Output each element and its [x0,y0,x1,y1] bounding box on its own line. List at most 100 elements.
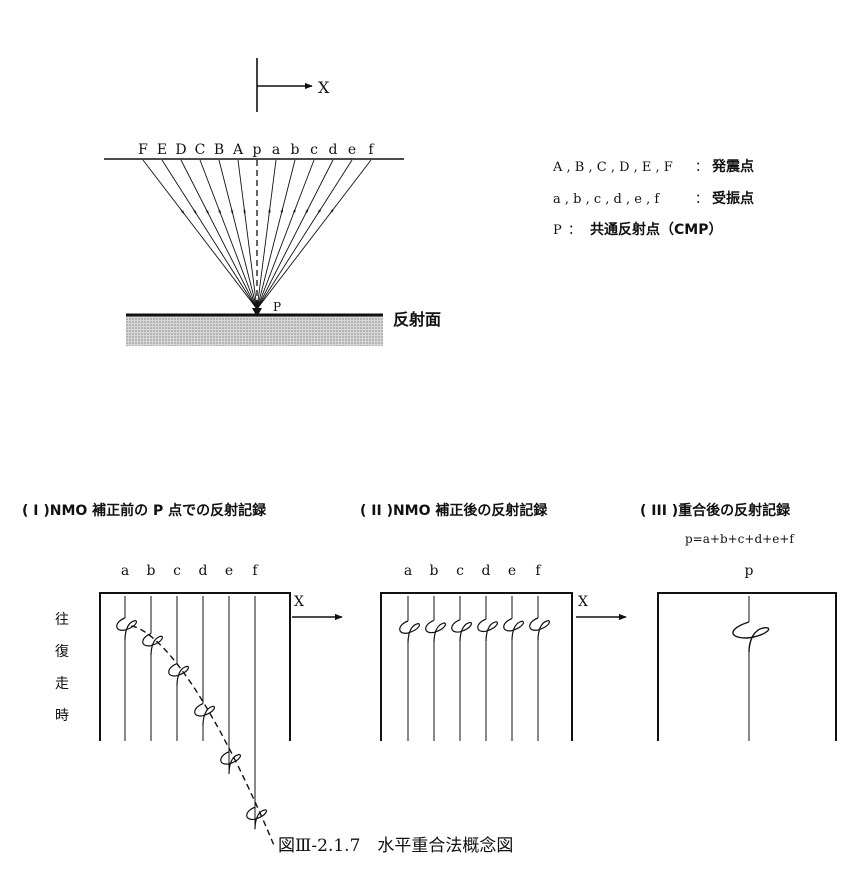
ray-paths [142,159,372,310]
panel2-traces-label-e: e [508,563,516,579]
incident-ray-arrow-D [205,208,208,213]
legend: A , B , C , D , E , F ： 発震点 a , b , c , … [552,158,754,238]
incident-ray-F [142,159,258,310]
reflected-ray-e [256,159,353,310]
incident-ray-A [237,159,258,310]
reflected-ray-f [256,159,372,310]
legend-key-cmp: P [553,223,562,238]
legend-sep-receivers: ： [695,192,708,207]
incident-ray-arrow-E [192,208,196,213]
legend-desc-shots: 発震点 [711,158,754,175]
reflected-ray-arrow-a [269,209,270,214]
legend-key-receivers: a , b , c , d , e , f [553,192,660,207]
panel1-traces-wavelet-f [246,806,268,830]
panel2-traces-label-c: c [456,563,464,579]
panel-2: a b c d e f [380,563,573,741]
panel1-traces-label-a: a [121,563,129,579]
panel2-traces-wavelet-f [529,617,551,641]
panel2-traces-wavelet-b [425,619,447,643]
panel-1-frame [99,592,291,741]
legend-sep-shots: ： [695,160,708,175]
reflection-point-marker [252,308,262,317]
shot-label-E: E [157,142,167,158]
legend-desc-cmp: 共通反射点（CMP） [590,221,722,238]
incident-ray-arrow-A [244,209,245,213]
reflection-point-label: P [273,300,281,314]
midpoint-label: p [253,142,262,158]
panel-3-frame [657,592,837,741]
panel-2-traces: a b c d e f [399,563,551,741]
time-axis-char-3: 時 [55,708,69,724]
stacked-wavelet [732,621,770,653]
panel-3-formula: p=a+b+c+d+e+f [685,532,795,546]
receiver-label-b: b [291,142,300,158]
panel-3: p [657,563,837,741]
panel2-traces-label-f: f [535,563,542,579]
panel2-traces-label-b: b [430,563,439,579]
panel-2-frame [380,592,573,741]
receiver-label-d: d [329,142,338,158]
incident-ray-C [199,159,258,310]
panel1-traces-label-d: d [199,563,208,579]
panel2-traces-wavelet-e [503,618,525,641]
panel2-traces-wavelet-d [477,618,499,642]
subsurface-shading [126,316,383,346]
legend-key-shots: A , B , C , D , E , F [552,160,673,175]
reflected-ray-arrow-e [317,209,321,214]
incident-ray-E [161,159,258,310]
reflector-label: 反射面 [393,310,441,329]
receiver-label-e: e [348,142,356,158]
receiver-label-c: c [310,142,318,158]
legend-desc-receivers: 受振点 [712,190,754,207]
panel2-traces-wavelet-a [399,620,421,644]
legend-sep-cmp: ： [568,223,581,238]
panel1-traces-wavelet-c [168,663,190,686]
receiver-label-a: a [272,142,280,158]
panel1-traces-wavelet-b [142,633,164,656]
incident-ray-B [218,159,258,310]
reflected-ray-arrow-c [293,209,296,214]
shot-label-C: C [195,142,206,158]
panel-3-title: ( III )重合後の反射記録 [640,502,791,519]
reflected-ray-arrow-f [329,209,333,214]
time-axis-char-2: 走 [55,676,69,692]
panel1-traces-wavelet-e [220,751,242,774]
panel1-traces-label-b: b [147,563,156,579]
shot-label-A: A [232,142,244,158]
panel1-traces-label-c: c [173,563,181,579]
panel-arrow-1-label: X [294,594,304,610]
direction-label: X [318,78,330,97]
panel-1-title: ( I )NMO 補正前の P 点での反射記録 [22,502,267,519]
receiver-label-f: f [368,142,375,158]
reflected-ray-c [256,159,315,310]
panel-2-title: ( II )NMO 補正後の反射記録 [360,502,548,519]
panel1-traces-label-f: f [252,563,259,579]
panel2-traces-label-a: a [404,563,412,579]
figure-caption: 図Ⅲ-2.1.7 水平重合法概念図 [278,835,513,856]
incident-ray-arrow-F [180,208,184,213]
shot-label-F: F [138,142,148,158]
panel-arrow-2: X [576,594,627,621]
panel2-traces-wavelet-c [451,619,473,642]
panel-titles: ( I )NMO 補正前の P 点での反射記録 ( II )NMO 補正後の反射… [22,502,795,546]
shot-label-D: D [175,142,186,158]
panel-arrow-1: X [292,594,343,621]
incident-ray-arrow-C [219,209,221,213]
panel-arrow-2-label: X [578,594,588,610]
reflected-ray-b [256,159,296,310]
shot-label-B: B [214,142,224,158]
time-axis-label: 往 復 走 時 [55,612,69,724]
panel-3-traces: p [732,563,770,741]
panel3-traces-label-p: p [745,563,754,579]
reflected-ray-d [256,159,334,310]
incident-ray-D [180,159,258,310]
panel2-traces-label-d: d [482,563,491,579]
incident-ray-arrow-B [232,209,233,213]
reflected-ray-arrow-d [305,209,308,214]
time-axis-char-1: 復 [55,643,69,660]
time-axis-char-0: 往 [55,612,69,628]
